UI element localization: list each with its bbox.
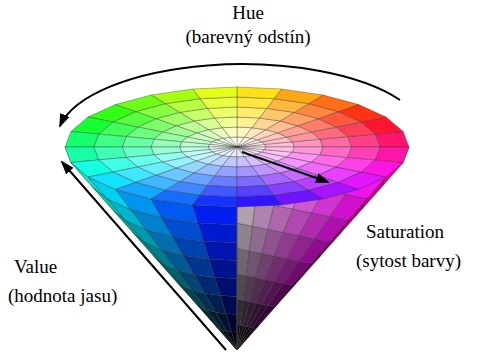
top-disc-patch bbox=[94, 134, 127, 147]
label-slot: Saturation bbox=[366, 221, 444, 243]
label-slot: (hodnota jasu) bbox=[8, 285, 117, 307]
top-disc-patch bbox=[207, 176, 237, 187]
axis-label: Saturation bbox=[366, 221, 444, 243]
cone-side-patch bbox=[220, 296, 237, 315]
top-disc-patch bbox=[223, 147, 237, 157]
top-disc-patch bbox=[122, 137, 154, 147]
top-disc-patch bbox=[151, 190, 200, 205]
saturation-arrow bbox=[242, 152, 328, 182]
cut-plane-patch bbox=[330, 194, 367, 220]
top-disc-patch bbox=[200, 186, 237, 197]
cone-side-patch bbox=[209, 259, 237, 278]
top-disc-patch bbox=[151, 139, 182, 147]
cut-plane-patch bbox=[299, 239, 330, 264]
top-disc-patch bbox=[348, 147, 381, 160]
hue-arrow bbox=[60, 64, 400, 126]
top-disc-patch bbox=[65, 132, 99, 148]
cut-plane-patch bbox=[284, 261, 312, 285]
label-slot: Value bbox=[14, 256, 57, 278]
top-disc-patch bbox=[274, 89, 323, 104]
value-arrow bbox=[62, 162, 226, 350]
top-disc-patch bbox=[292, 147, 323, 155]
top-disc-patch bbox=[265, 147, 295, 152]
top-disc-patch bbox=[237, 117, 259, 128]
top-disc-patch bbox=[215, 166, 237, 177]
cut-plane-patch bbox=[315, 217, 349, 242]
axis-label: (barevný odstín) bbox=[185, 26, 310, 48]
top-disc-patch bbox=[222, 157, 237, 167]
cone-side-patch bbox=[204, 241, 237, 260]
label-slot: (barevný odstín) bbox=[185, 26, 310, 48]
cone-side-patch bbox=[231, 332, 237, 350]
cut-plane-patch bbox=[253, 306, 275, 329]
top-disc-patch bbox=[208, 144, 237, 147]
top-disc-patch bbox=[180, 142, 210, 147]
cut-plane-patch bbox=[268, 283, 293, 307]
top-disc-patch bbox=[237, 127, 252, 137]
top-disc-patch bbox=[237, 87, 282, 99]
cut-plane-patch bbox=[237, 328, 256, 350]
top-disc-patch bbox=[237, 137, 244, 147]
axis-label: Value bbox=[14, 256, 57, 278]
top-disc-patch bbox=[237, 147, 265, 152]
top-disc-patch bbox=[237, 137, 251, 147]
hsv-cone bbox=[65, 87, 409, 350]
label-slot: Hue bbox=[232, 2, 264, 24]
top-disc-patch bbox=[237, 147, 266, 150]
label-slot: (sytost barvy) bbox=[356, 250, 461, 272]
axis-label: (sytost barvy) bbox=[356, 250, 461, 272]
value-axis bbox=[237, 207, 238, 350]
cone-side-patch bbox=[226, 331, 237, 350]
top-disc-patch bbox=[237, 107, 267, 118]
axis-label: Hue bbox=[232, 2, 264, 24]
top-disc-patch bbox=[71, 117, 113, 134]
cone-side-patch bbox=[215, 278, 237, 297]
cone-side-patch bbox=[198, 223, 237, 243]
top-disc-patch bbox=[320, 147, 352, 157]
cone-side-patch bbox=[193, 205, 238, 225]
top-disc-patch bbox=[237, 195, 282, 207]
top-disc-patch bbox=[193, 195, 238, 207]
top-disc-patch bbox=[237, 97, 274, 108]
top-disc-patch bbox=[375, 147, 409, 163]
top-disc-patch bbox=[209, 142, 237, 147]
top-disc-patch bbox=[230, 147, 237, 157]
axis-label: (hodnota jasu) bbox=[8, 285, 117, 307]
cone-side-patch bbox=[226, 314, 237, 332]
top-disc-patch bbox=[193, 87, 238, 99]
top-disc-patch bbox=[361, 160, 403, 177]
